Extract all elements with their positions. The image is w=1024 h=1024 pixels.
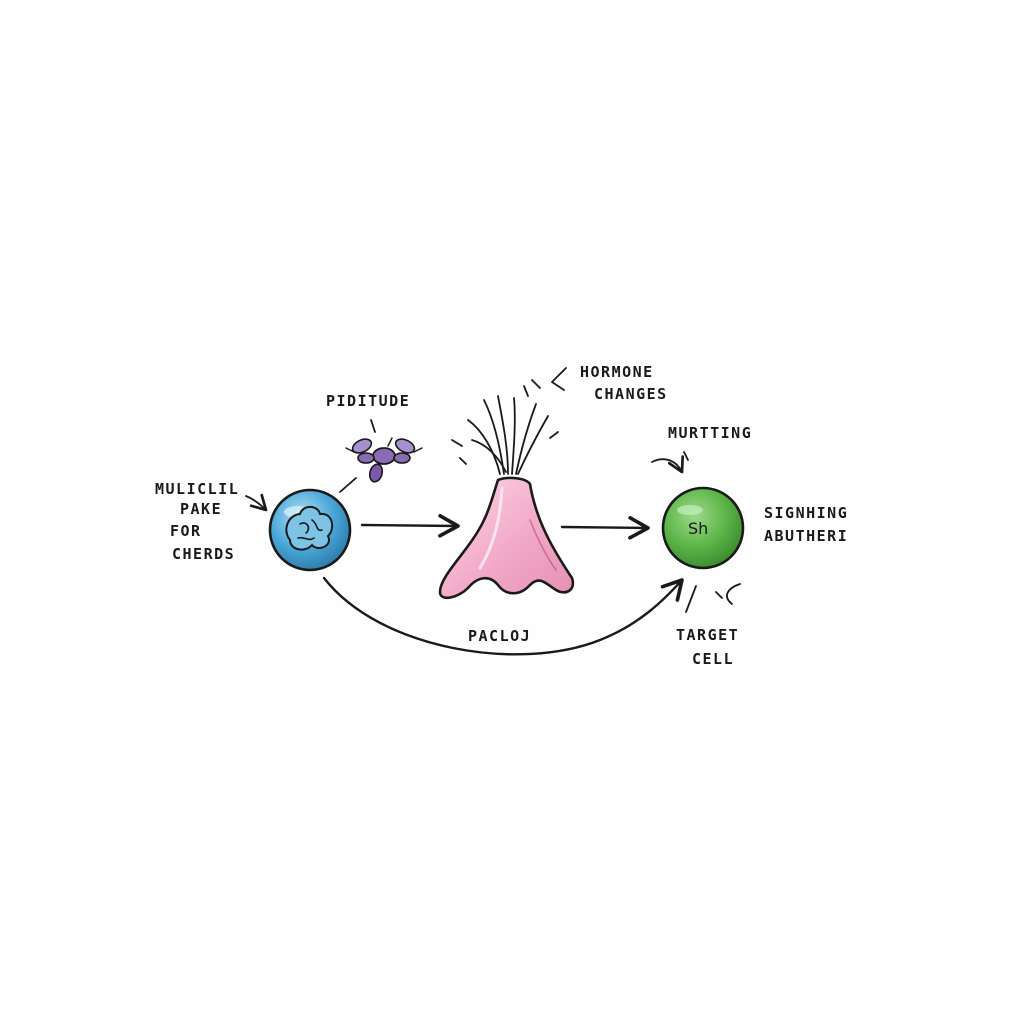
- pituitary-label: PIDITUDE: [326, 392, 410, 410]
- bug-to-cell-line: [339, 477, 357, 493]
- left-cell-label: MULICLIL PAKE FOR CHERDS: [155, 480, 239, 563]
- signaling-label-line-2: ABUTHERI: [764, 527, 848, 545]
- signaling-label-line-1: SIGNHING: [764, 504, 848, 522]
- hormone-label-line-1: HORMONE: [580, 363, 654, 381]
- hormone-label-line-2: CHANGES: [594, 385, 668, 403]
- murtting-tick: [683, 451, 689, 461]
- target-label-line: [685, 585, 697, 613]
- hormone-label-arrow: [551, 367, 567, 391]
- left-label-line-2: PAKE: [180, 500, 222, 518]
- left-label-arrow: [245, 493, 268, 512]
- left-label-line-4: CHERDS: [172, 545, 235, 563]
- target-cell-label: TARGET CELL: [676, 626, 739, 668]
- target-label-squiggle: [715, 583, 741, 605]
- gland-shape: [438, 476, 575, 600]
- bottom-return-arrow: [322, 576, 684, 656]
- hormone-burst: [451, 379, 559, 475]
- bug-icon: [345, 437, 423, 483]
- bottom-path-label: PACLOJ: [468, 627, 531, 645]
- target-label-line-1: TARGET: [676, 626, 739, 644]
- hormone-changes-label: HORMONE CHANGES: [580, 363, 668, 403]
- signaling-label: SIGNHING ABUTHERI: [764, 504, 848, 545]
- murtting-arrow: [651, 455, 685, 474]
- pituitary-tick: [370, 419, 376, 433]
- arrow-gland-to-target: [560, 515, 650, 540]
- target-cell-text: Sh: [688, 519, 708, 538]
- murtting-label: MURTTING: [668, 424, 752, 442]
- source-cell: [268, 488, 352, 572]
- left-label-line-3: FOR: [170, 522, 202, 540]
- target-cell: Sh: [661, 486, 745, 570]
- arrow-source-to-gland: [360, 514, 460, 538]
- left-label-line-1: MULICLIL: [155, 480, 239, 498]
- target-label-line-2: CELL: [692, 650, 734, 668]
